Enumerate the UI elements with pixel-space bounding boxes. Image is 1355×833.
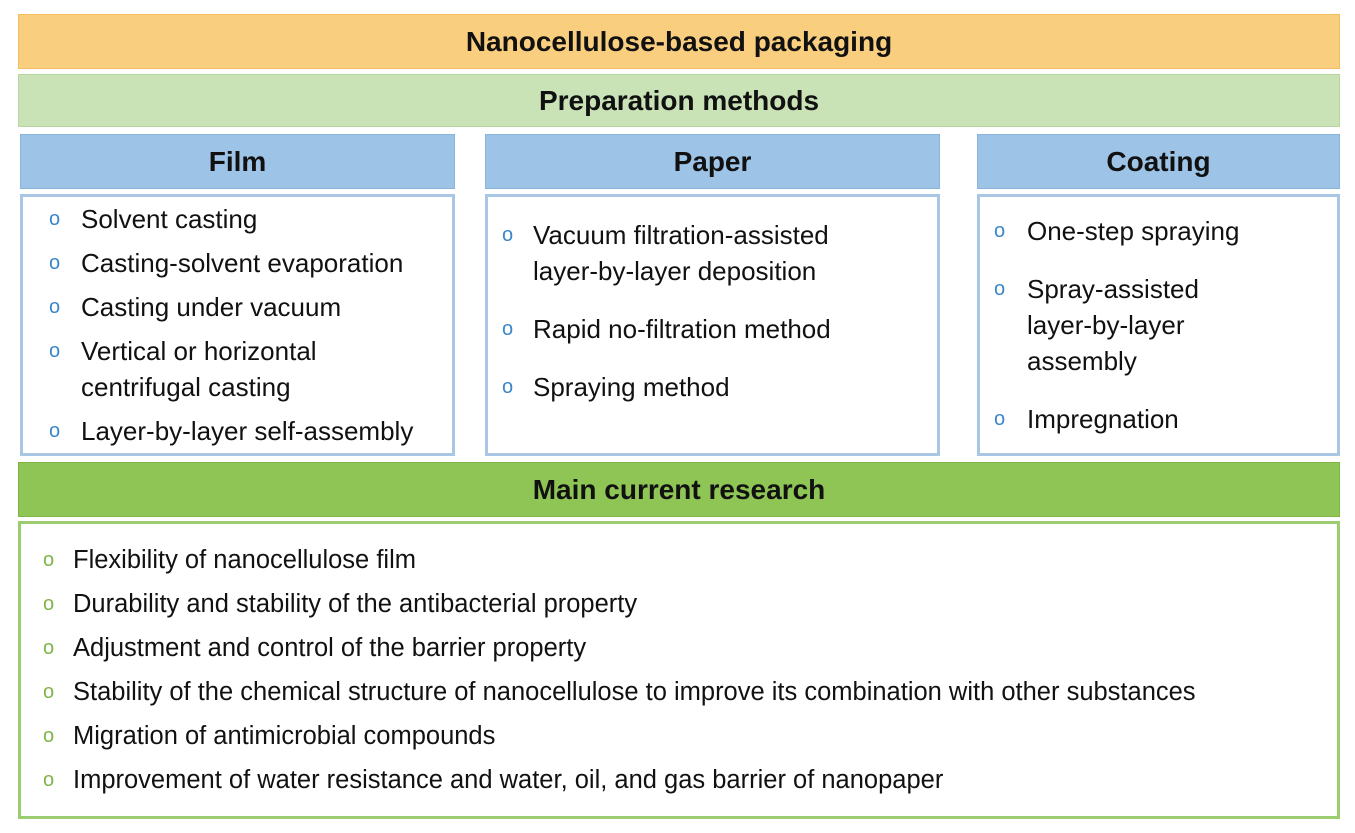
bullet-icon: o (43, 637, 55, 659)
paper-header: Paper (485, 134, 940, 189)
bullet-icon: o (502, 376, 514, 398)
film-header: Film (20, 134, 455, 189)
diagram-title: Nanocellulose-based packaging (18, 14, 1340, 69)
coating-header: Coating (977, 134, 1340, 189)
bullet-icon: o (43, 725, 55, 747)
bullet-icon: o (994, 278, 1006, 300)
bullet-icon: o (502, 318, 514, 340)
bullet-icon: o (49, 296, 61, 318)
bullet-icon: o (43, 769, 55, 791)
bullet-icon: o (49, 252, 61, 274)
bullet-icon: o (994, 408, 1006, 430)
bullet-icon: o (49, 420, 61, 442)
bullet-icon: o (49, 208, 61, 230)
bullet-icon: o (43, 549, 55, 571)
bullet-icon: o (994, 220, 1006, 242)
bullet-icon: o (502, 224, 514, 246)
main-research-header: Main current research (18, 462, 1340, 517)
bullet-icon: o (43, 681, 55, 703)
bullet-icon: o (43, 593, 55, 615)
bullet-icon: o (49, 340, 61, 362)
preparation-methods-header: Preparation methods (18, 74, 1340, 127)
